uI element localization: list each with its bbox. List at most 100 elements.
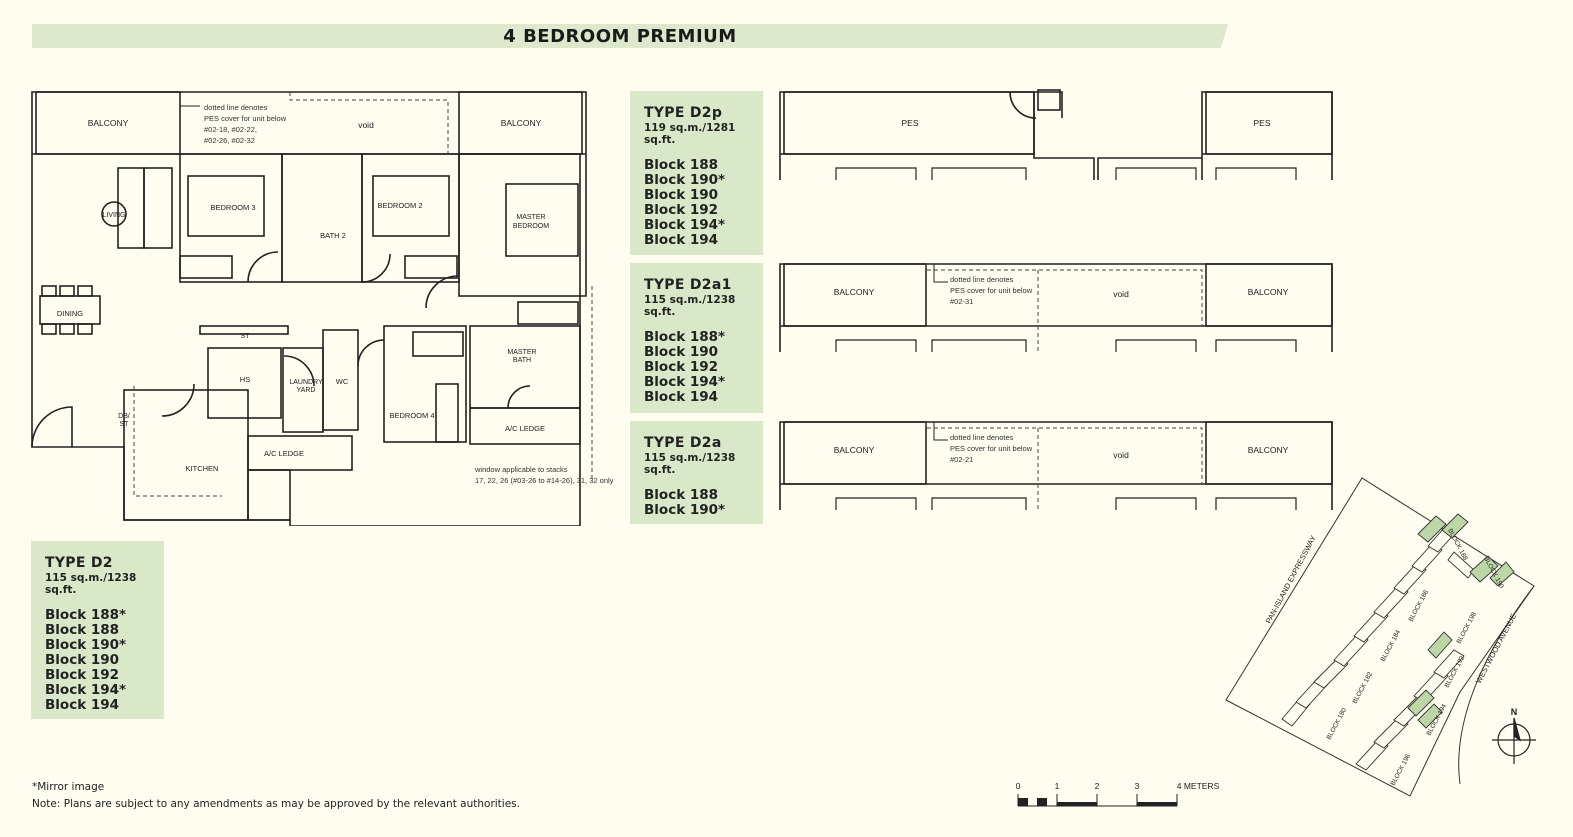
scale-tick: 2 bbox=[1095, 781, 1100, 791]
amendment-note: Note: Plans are subject to any amendment… bbox=[32, 798, 520, 810]
block-item: Block 190 bbox=[644, 344, 719, 360]
type-name: TYPE D2 bbox=[45, 555, 113, 571]
page-title: 4 BEDROOM PREMIUM bbox=[503, 26, 737, 47]
block-item: Block 190* bbox=[644, 502, 726, 518]
road-label-westwood: WESTWOOD AVENUE bbox=[1474, 612, 1518, 685]
scale-tick: 4 METERS bbox=[1177, 781, 1220, 791]
variant-note-line-1: dotted line denotes bbox=[950, 433, 1014, 442]
room-label-dbst-1: DB/ bbox=[118, 413, 130, 420]
block-item: Block 192 bbox=[644, 359, 719, 375]
variant-label-balcony-left: BALCONY bbox=[834, 445, 875, 455]
window-note-line-2: 17, 22, 26 (#03-26 to #14-26), 31, 32 on… bbox=[475, 476, 614, 485]
room-label-dbst-2: ST bbox=[120, 421, 130, 428]
block-item: Block 190 bbox=[644, 187, 719, 203]
variant-label-void: void bbox=[1113, 289, 1129, 299]
variant-note-line-2: PES cover for unit below bbox=[950, 286, 1033, 295]
room-label-laundry-1: LAUNDRY bbox=[289, 379, 323, 386]
footnotes: *Mirror image Note: Plans are subject to… bbox=[32, 779, 520, 813]
window-note-line-1: window applicable to stacks bbox=[474, 465, 568, 474]
scale-tick: 0 bbox=[1016, 781, 1021, 791]
site-block-label: BLOCK 182 bbox=[1352, 671, 1375, 705]
pes-note-line-3: #02-18, #02-22, bbox=[204, 125, 257, 134]
variant-label-pes-right: PES bbox=[1253, 118, 1270, 128]
pes-note-line-2: PES cover for unit below bbox=[204, 114, 287, 123]
variant-plan-d2p: PES PES bbox=[779, 89, 1333, 180]
room-label-bedroom2: BEDROOM 2 bbox=[377, 201, 422, 210]
type-name: TYPE D2a bbox=[644, 435, 722, 451]
block-item: Block 194 bbox=[644, 389, 719, 405]
room-label-wc: WC bbox=[336, 377, 349, 386]
mirror-note: *Mirror image bbox=[32, 781, 105, 793]
road-label-pie: PAN-ISLAND EXPRESSWAY bbox=[1264, 534, 1318, 625]
block-item: Block 190 bbox=[45, 652, 120, 668]
variant-note-line-3: #02-31 bbox=[950, 297, 973, 306]
scale-bar: 0 1 2 3 4 METERS bbox=[1016, 781, 1220, 807]
room-label-st: ST bbox=[241, 333, 251, 340]
room-label-master-bedroom-1: MASTER bbox=[516, 214, 545, 221]
block-item: Block 194* bbox=[45, 682, 127, 698]
site-block-label: BLOCK 198 bbox=[1456, 611, 1479, 645]
site-plan: N PAN-ISLAND EXPRESSWAY WESTWOOD AVENUE … bbox=[1225, 477, 1536, 797]
block-item: Block 194 bbox=[45, 697, 120, 713]
site-block-label: BLOCK 196 bbox=[1390, 753, 1413, 787]
type-card-d2a: TYPE D2a 115 sq.m./1238 sq.ft. Block 188… bbox=[630, 421, 763, 524]
block-item: Block 194* bbox=[644, 374, 726, 390]
room-label-void: void bbox=[358, 120, 374, 130]
site-block-label: BLOCK 180 bbox=[1326, 707, 1349, 741]
block-item: Block 188 bbox=[644, 487, 719, 503]
type-area: 115 sq.m./1238 sq.ft. bbox=[644, 294, 736, 318]
block-item: Block 188 bbox=[45, 622, 120, 638]
block-item: Block 194* bbox=[644, 217, 726, 233]
variant-label-balcony-right: BALCONY bbox=[1248, 445, 1289, 455]
pes-note-line-1: dotted line denotes bbox=[204, 103, 268, 112]
scale-tick: 3 bbox=[1135, 781, 1140, 791]
block-item: Block 188 bbox=[644, 157, 719, 173]
block-item: Block 188* bbox=[45, 607, 127, 623]
block-item: Block 188* bbox=[644, 329, 726, 345]
room-label-master-bedroom-2: BEDROOM bbox=[513, 223, 549, 230]
type-area: 119 sq.m./1281 sq.ft. bbox=[644, 122, 736, 146]
variant-label-balcony-right: BALCONY bbox=[1248, 287, 1289, 297]
block-item: Block 194 bbox=[644, 232, 719, 248]
variant-plan-d2a: BALCONY void BALCONY dotted line denotes… bbox=[779, 421, 1333, 510]
room-label-bedroom4: BEDROOM 4 bbox=[389, 411, 434, 420]
variant-label-pes-left: PES bbox=[901, 118, 918, 128]
variant-note-line-2: PES cover for unit below bbox=[950, 444, 1033, 453]
room-label-dining: DINING bbox=[57, 309, 83, 318]
type-area: 115 sq.m./1238 sq.ft. bbox=[45, 572, 137, 596]
type-card-d2: TYPE D2 115 sq.m./1238 sq.ft. Block 188*… bbox=[31, 541, 164, 719]
type-card-d2p: TYPE D2p 119 sq.m./1281 sq.ft. Block 188… bbox=[630, 91, 763, 255]
room-label-ac-ledge-right: A/C LEDGE bbox=[505, 424, 545, 433]
room-label-balcony-left: BALCONY bbox=[88, 118, 129, 128]
block-item: Block 190* bbox=[45, 637, 127, 653]
room-label-balcony-right: BALCONY bbox=[501, 118, 542, 128]
room-label-laundry-2: YARD bbox=[297, 387, 316, 394]
type-area: 115 sq.m./1238 sq.ft. bbox=[644, 452, 736, 476]
north-label: N bbox=[1511, 707, 1518, 717]
site-block-label: BLOCK 186 bbox=[1408, 589, 1431, 623]
variant-label-balcony-left: BALCONY bbox=[834, 287, 875, 297]
room-label-hs: HS bbox=[240, 375, 250, 384]
block-item: Block 192 bbox=[45, 667, 120, 683]
room-label-master-bath-2: BATH bbox=[513, 357, 531, 364]
variant-note-line-1: dotted line denotes bbox=[950, 275, 1014, 284]
floor-plan-d2: BALCONY void BALCONY LIVING DINING BEDRO… bbox=[31, 91, 614, 526]
room-label-living: LIVING bbox=[103, 212, 126, 219]
room-label-bedroom3: BEDROOM 3 bbox=[210, 203, 255, 212]
room-label-bath2: BATH 2 bbox=[320, 231, 346, 240]
type-name: TYPE D2a1 bbox=[644, 277, 732, 293]
title-bar bbox=[32, 24, 1228, 48]
variant-note-line-3: #02-21 bbox=[950, 455, 973, 464]
variant-plan-d2a1: BALCONY void BALCONY dotted line denotes… bbox=[779, 263, 1333, 352]
room-label-master-bath-1: MASTER bbox=[507, 349, 536, 356]
scale-tick: 1 bbox=[1055, 781, 1060, 791]
block-item: Block 190* bbox=[644, 172, 726, 188]
room-label-ac-ledge-left: A/C LEDGE bbox=[264, 449, 304, 458]
room-label-kitchen: KITCHEN bbox=[186, 464, 219, 473]
site-block-label: BLOCK 184 bbox=[1380, 629, 1403, 663]
pes-note-line-4: #02-26, #02-32 bbox=[204, 136, 255, 145]
variant-label-void: void bbox=[1113, 450, 1129, 460]
block-item: Block 192 bbox=[644, 202, 719, 218]
north-arrow-icon bbox=[1492, 717, 1536, 764]
type-card-d2a1: TYPE D2a1 115 sq.m./1238 sq.ft. Block 18… bbox=[630, 263, 763, 413]
